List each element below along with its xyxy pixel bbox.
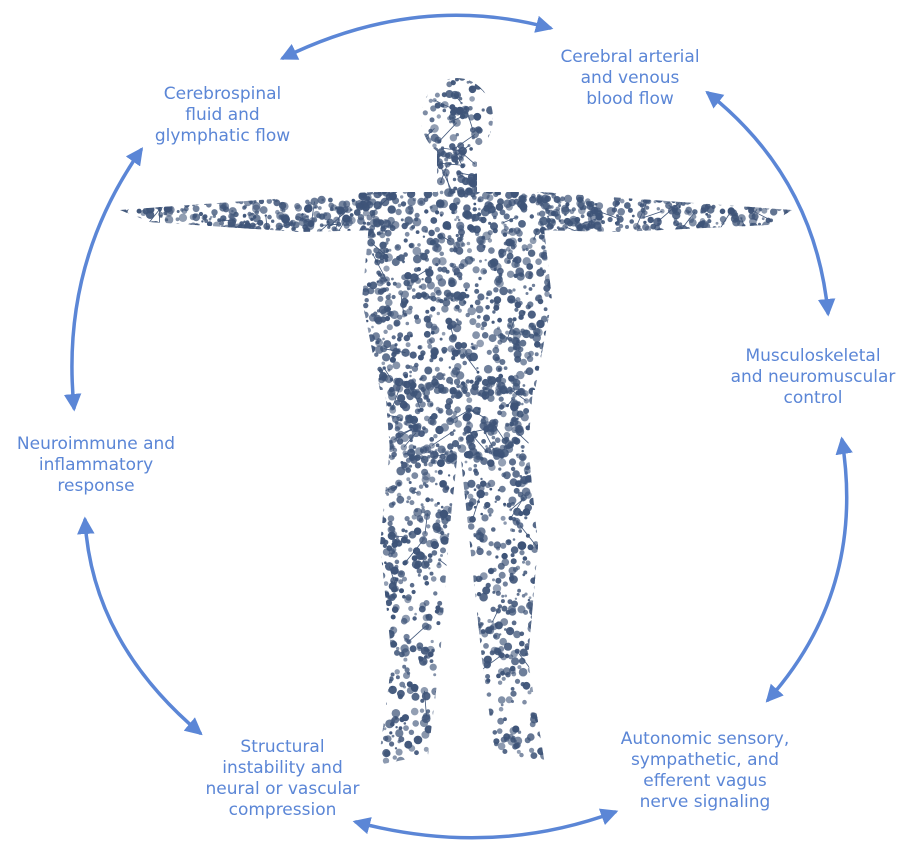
figure-dots <box>118 72 798 772</box>
node-auto-label: Autonomic sensory, sympathetic, and effe… <box>598 729 812 813</box>
node-neuro-label: Neuroimmune and inflammatory response <box>0 434 192 497</box>
node-csf-label: Cerebrospinal fluid and glymphatic flow <box>120 84 325 147</box>
node-musc-label: Musculoskeletal and neuromuscular contro… <box>715 346 911 409</box>
node-blood-label: Cerebral arterial and venous blood flow <box>530 47 730 110</box>
node-struc-label: Structural instability and neural or vas… <box>180 737 385 821</box>
